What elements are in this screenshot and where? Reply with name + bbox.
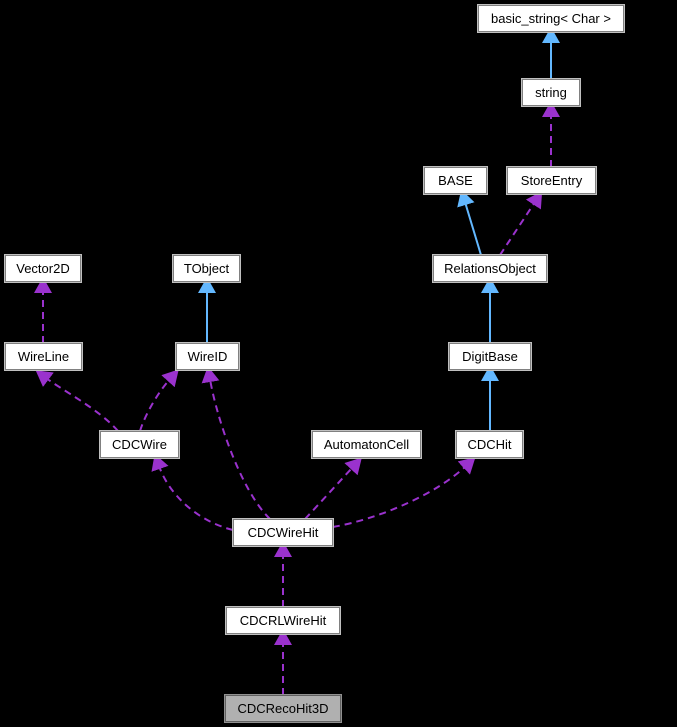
class-node-cdcwirehit[interactable]: CDCWireHit — [232, 518, 334, 547]
class-node-cdcwire[interactable]: CDCWire — [99, 430, 180, 459]
class-node-vector2d[interactable]: Vector2D — [4, 254, 82, 283]
class-node-label: DigitBase — [462, 349, 518, 364]
class-node-label: CDCRLWireHit — [239, 613, 327, 628]
edge-cdcwirehit-to-wireid — [201, 366, 271, 520]
class-node-label: Vector2D — [16, 261, 70, 276]
class-node-label: CDCWireHit — [247, 525, 319, 540]
class-node-label: StoreEntry — [520, 173, 583, 188]
class-node-base[interactable]: BASE — [423, 166, 488, 195]
class-node-label: CDCHit — [467, 437, 512, 452]
class-node-storeentry[interactable]: StoreEntry — [506, 166, 597, 195]
class-node-label: WireLine — [17, 349, 70, 364]
edge-cdcwirehit-to-automatoncell — [304, 457, 362, 520]
class-node-relationsobject[interactable]: RelationsObject — [432, 254, 548, 283]
class-node-digitbase[interactable]: DigitBase — [448, 342, 532, 371]
class-node-label: CDCRecoHit3D — [237, 701, 329, 716]
class-node-label: CDCWire — [112, 437, 167, 452]
class-node-wireid[interactable]: WireID — [175, 342, 240, 371]
class-node-wireline[interactable]: WireLine — [4, 342, 83, 371]
class-node-label: AutomatonCell — [323, 437, 410, 452]
edge-relationsobject-to-storeentry — [499, 191, 543, 256]
class-node-string[interactable]: string — [521, 78, 581, 107]
class-node-label: RelationsObject — [444, 261, 536, 276]
class-node-tobject[interactable]: TObject — [172, 254, 241, 283]
class-node-label: WireID — [187, 349, 228, 364]
class-node-label: string — [535, 85, 567, 100]
class-node-cdcrlwirehit[interactable]: CDCRLWireHit — [225, 606, 341, 635]
class-node-automatoncell[interactable]: AutomatonCell — [311, 430, 422, 459]
edge-cdcwire-to-wireid — [139, 369, 179, 432]
class-node-cdchit[interactable]: CDCHit — [455, 430, 524, 459]
class-node-label: BASE — [438, 173, 473, 188]
class-node-basic_string[interactable]: basic_string< Char > — [477, 4, 625, 33]
edge-cdcwire-to-wireline — [35, 370, 119, 432]
class-node-label: basic_string< Char > — [491, 11, 611, 26]
edge-relationsobject-to-base — [457, 189, 482, 256]
class-node-cdcrecohit3d[interactable]: CDCRecoHit3D — [224, 694, 342, 723]
edge-cdcwirehit-to-cdchit — [332, 457, 476, 528]
edge-cdcwirehit-to-cdcwire — [151, 453, 234, 531]
class-node-label: TObject — [183, 261, 230, 276]
